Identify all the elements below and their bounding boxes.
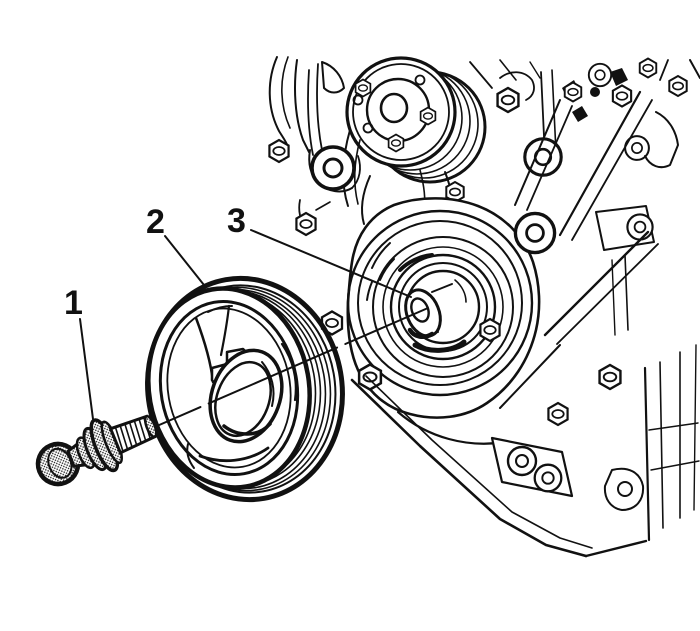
engine-top-left-bracket [268, 56, 345, 237]
callout-2-label: 2 [146, 203, 165, 241]
engine-left-boss [308, 145, 361, 193]
callout-3-label: 3 [227, 202, 246, 240]
engine-upper-right-machinery [469, 57, 700, 336]
lower-block-oil-pan [350, 230, 700, 558]
crankshaft-axis-line [149, 307, 429, 430]
callout-2-leader [164, 235, 205, 286]
crankshaft-balancer-pulley [145, 275, 345, 503]
callout-1-label: 1 [64, 284, 83, 322]
callout-1-leader [79, 318, 94, 420]
crankshaft-hub [404, 283, 453, 340]
water-pump-pulley [342, 56, 487, 207]
engine-block-illustration [268, 56, 700, 558]
callout-3-leader [250, 229, 412, 298]
timing-cover [320, 197, 557, 419]
crankshaft-balancer-bolt [35, 414, 158, 487]
callouts: 1 2 3 [64, 202, 412, 420]
